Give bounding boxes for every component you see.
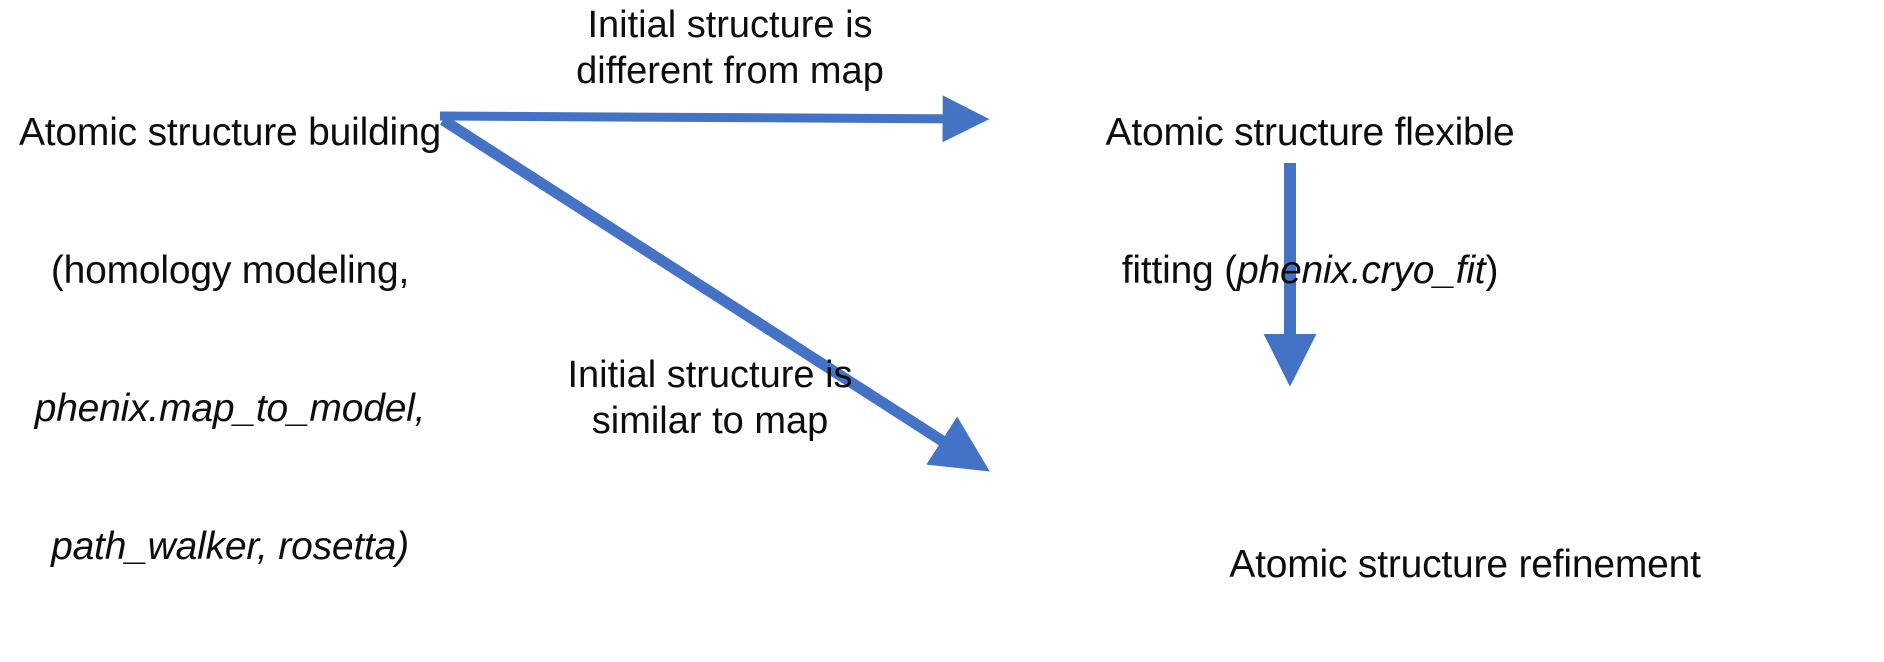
edge-label-is-different-from-map: Initial structure is different from map — [520, 2, 940, 95]
node-fitting-tool-name: phenix.cryo_fit — [1236, 249, 1486, 293]
node-fitting-line-2: fitting (phenix.cryo_fit) — [1070, 248, 1550, 294]
node-fitting-line-1: Atomic structure flexible — [1105, 111, 1515, 155]
node-atomic-structure-building: Atomic structure building (homology mode… — [0, 18, 460, 662]
edge-label-different-line-1: Initial structure — [587, 4, 835, 46]
edge-label-similar-line-1: Initial structure — [567, 354, 815, 396]
edge-label-different-line-2: is different from map — [576, 4, 884, 93]
edge-label-is-similar-to-map: Initial structure is similar to map — [520, 352, 900, 445]
node-building-line-4: path_walker, rosetta) — [51, 525, 409, 569]
arrow-building-to-flexible-fitting — [439, 95, 990, 143]
node-fitting-prefix: fitting ( — [1121, 249, 1237, 293]
node-building-line-2: (homology modeling, — [50, 249, 410, 293]
node-fitting-suffix: ) — [1485, 249, 1499, 293]
node-building-line-3: phenix.map_to_model, — [34, 387, 426, 431]
edge-label-similar-line-2: is similar to map — [591, 354, 853, 443]
node-refinement-line-1: Atomic structure refinement — [1229, 543, 1701, 587]
node-atomic-structure-flexible-fitting: Atomic structure flexible fitting (pheni… — [1070, 18, 1550, 386]
node-atomic-structure-refinement: Atomic structure refinement (phenix.real… — [1045, 450, 1884, 662]
node-building-line-1: Atomic structure building — [18, 111, 442, 155]
